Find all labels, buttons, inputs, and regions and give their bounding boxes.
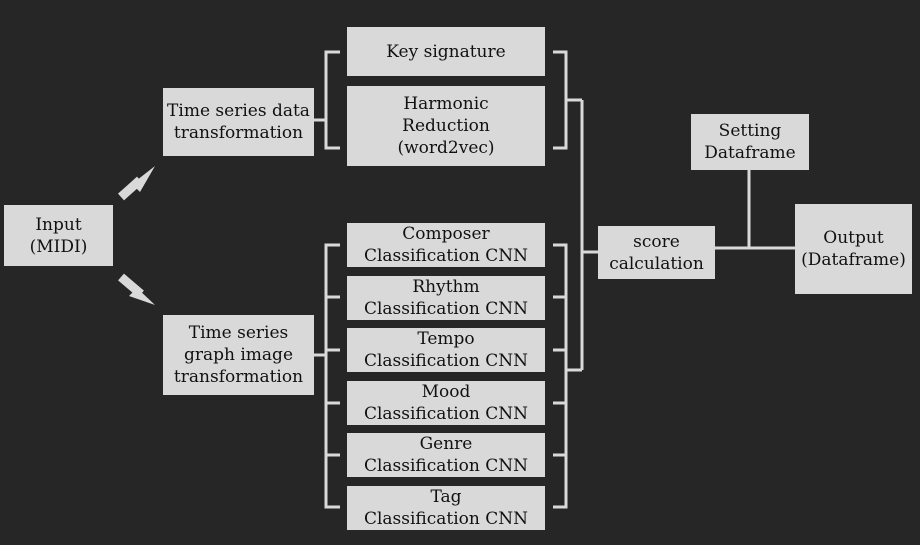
setting-label: Setting Dataframe xyxy=(704,121,796,163)
tag-label: Tag Classification CNN xyxy=(363,487,529,529)
composer-label: Composer Classification CNN xyxy=(363,224,529,266)
key-signature-label: Key signature xyxy=(386,41,506,62)
arrow-down-right-icon xyxy=(118,273,155,305)
mood-label: Mood Classification CNN xyxy=(363,382,529,424)
harmonic-node: Harmonic Reduction (word2vec) xyxy=(347,86,545,166)
score-label: score calculation xyxy=(609,231,704,274)
genre-label: Genre Classification CNN xyxy=(363,434,529,476)
rhythm-label: Rhythm Classification CNN xyxy=(363,277,529,319)
output-node: Output (Dataframe) xyxy=(795,204,912,294)
ts-data-node: Time series data transformation xyxy=(163,88,314,156)
key-signature-node: Key signature xyxy=(347,27,545,76)
rhythm-node: Rhythm Classification CNN xyxy=(347,276,545,320)
tag-node: Tag Classification CNN xyxy=(347,486,545,530)
arrow-up-right-icon xyxy=(117,166,155,201)
mood-node: Mood Classification CNN xyxy=(347,381,545,425)
input-label: Input (MIDI) xyxy=(29,214,88,257)
genre-node: Genre Classification CNN xyxy=(347,433,545,477)
tempo-label: Tempo Classification CNN xyxy=(363,329,529,371)
setting-node: Setting Dataframe xyxy=(691,114,809,170)
composer-node: Composer Classification CNN xyxy=(347,223,545,267)
tempo-node: Tempo Classification CNN xyxy=(347,328,545,372)
score-node: score calculation xyxy=(598,226,715,279)
output-label: Output (Dataframe) xyxy=(801,228,906,270)
harmonic-label: Harmonic Reduction (word2vec) xyxy=(397,94,495,158)
ts-graph-label: Time series graph image transformation xyxy=(173,323,304,387)
ts-data-label: Time series data transformation xyxy=(167,101,310,143)
ts-graph-node: Time series graph image transformation xyxy=(163,315,314,395)
input-node: Input (MIDI) xyxy=(4,205,113,266)
